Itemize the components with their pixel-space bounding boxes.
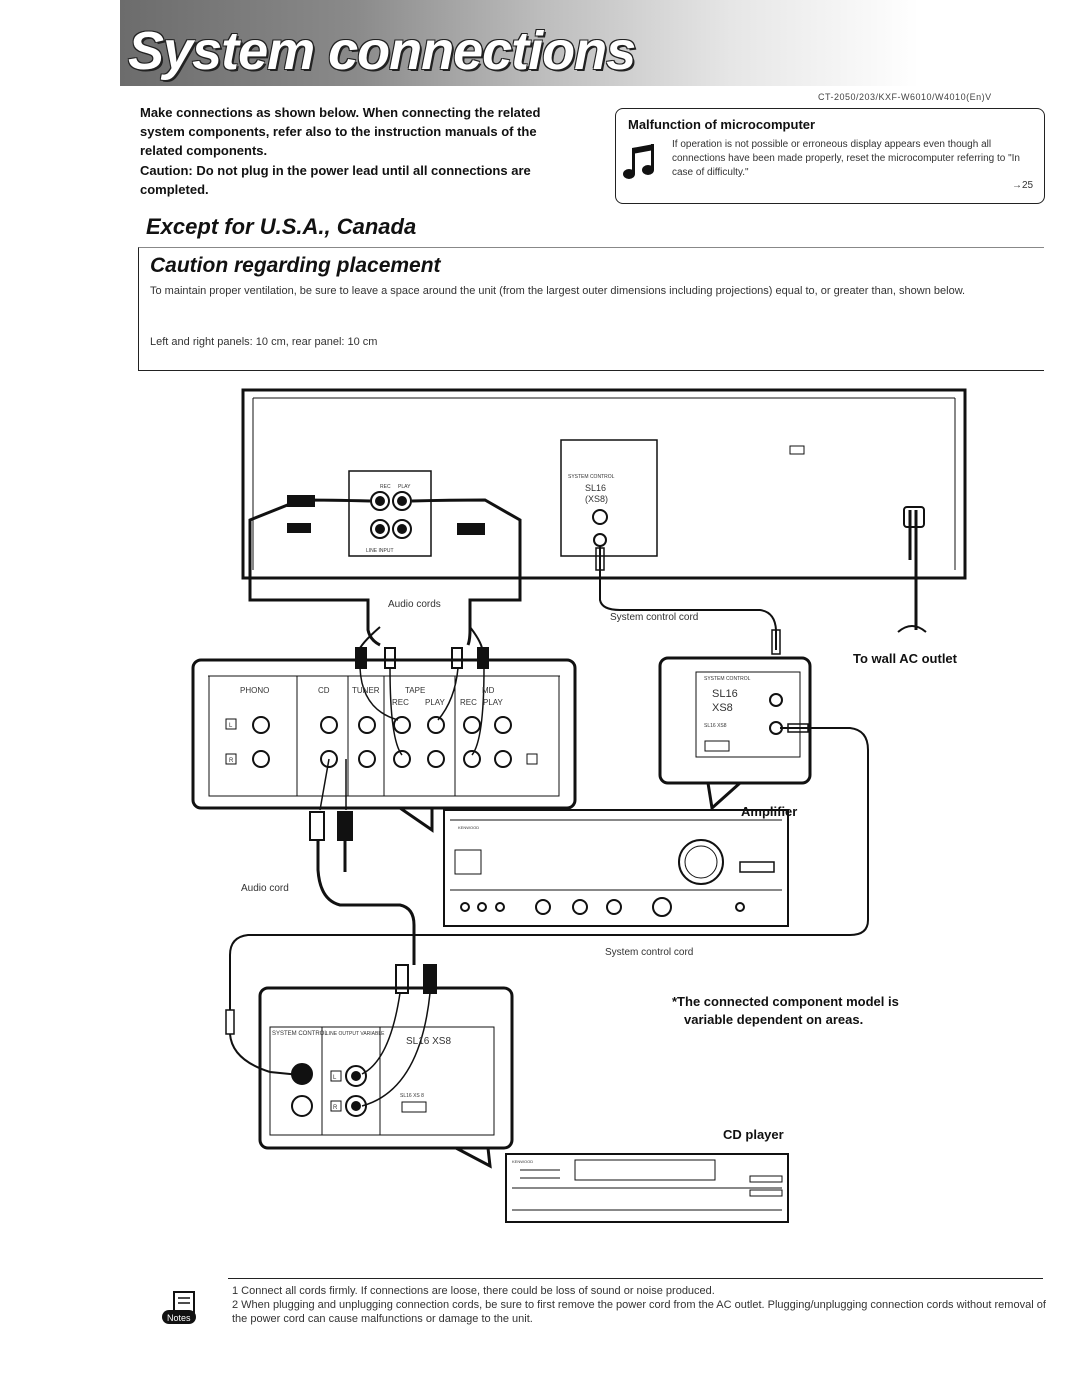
label-amplifier: Amplifier xyxy=(741,804,797,819)
deck-label-sl16: SL16 xyxy=(585,483,606,493)
notes-list: 1 Connect all cords firmly. If connectio… xyxy=(232,1284,1047,1326)
music-note-icon xyxy=(623,144,654,179)
cd-label-r: R xyxy=(333,1105,338,1111)
amp-label-xs8: XS8 xyxy=(712,702,733,714)
label-system-control-cord-top: System control cord xyxy=(610,612,698,623)
deck-label-rec: REC xyxy=(380,484,391,490)
amp-label-sl16: SL16 xyxy=(712,688,738,700)
notes-divider xyxy=(228,1278,1043,1279)
connection-diagram: REC PLAY LINE INPUT SYSTEM CONTROL SL16 … xyxy=(191,388,967,1223)
amp-label-switch: SL16 XS8 xyxy=(704,723,727,729)
amp-label-syscontrol: SYSTEM CONTROL xyxy=(704,676,751,682)
intro-text: Make connections as shown below. When co… xyxy=(140,103,580,199)
amp-label-tape: TAPE xyxy=(405,686,425,695)
note-2: 2 When plugging and unplugging connectio… xyxy=(232,1299,1046,1325)
cd-player-rear-panel xyxy=(258,986,514,1150)
deck-rca-block xyxy=(348,470,432,557)
amplifier-front-panel xyxy=(443,809,789,927)
malfunction-title: Malfunction of microcomputer xyxy=(628,117,816,132)
label-audio-cords: Audio cords xyxy=(388,599,441,610)
amp-label-cd: CD xyxy=(318,686,330,695)
amplifier-system-control-panel xyxy=(658,656,812,785)
deck-label-xs8: (XS8) xyxy=(585,494,608,504)
model-line: CT-2050/203/KXF-W6010/W4010(En)V xyxy=(818,92,992,102)
deck-label-line: LINE INPUT xyxy=(366,548,394,554)
amp-label-r: R xyxy=(229,758,234,764)
malfunction-box xyxy=(615,108,1045,204)
notes-icon: Notes xyxy=(162,1291,196,1324)
amp-label-rec2: REC xyxy=(460,698,477,707)
cd-brand: KENWOOD xyxy=(512,1159,533,1164)
cd-player-front-panel xyxy=(505,1153,789,1223)
deck-system-control-block xyxy=(560,439,658,557)
amp-brand: KENWOOD xyxy=(458,825,479,830)
amp-label-play: PLAY xyxy=(425,698,446,707)
label-wall-outlet: To wall AC outlet xyxy=(853,651,958,666)
placement-box xyxy=(138,247,1044,371)
deck-label-play: PLAY xyxy=(398,484,411,490)
region-heading: Except for U.S.A., Canada xyxy=(146,214,417,239)
label-system-control-cord-bottom: System control cord xyxy=(605,947,693,958)
svg-text:Notes: Notes xyxy=(167,1313,191,1323)
note-1: 1 Connect all cords firmly. If connectio… xyxy=(232,1285,715,1297)
cd-label-l: L xyxy=(333,1075,337,1081)
amp-label-tuner: TUNER xyxy=(352,686,380,695)
placement-title: Caution regarding placement xyxy=(150,254,441,277)
amp-label-l: L xyxy=(229,723,233,729)
amp-label-phono: PHONO xyxy=(240,686,269,695)
malfunction-page-ref[interactable]: →25 xyxy=(1012,180,1034,191)
component-note-line1: *The connected component model is xyxy=(672,994,899,1009)
cd-label-sl16xs8: SL16 XS8 xyxy=(406,1036,451,1047)
title-banner xyxy=(120,0,1060,86)
amp-label-play2: PLAY xyxy=(483,698,504,707)
label-cd-player: CD player xyxy=(723,1127,784,1142)
cd-label-switch: SL16 XS 8 xyxy=(400,1093,424,1099)
page-title: System connections xyxy=(128,21,636,81)
placement-text: To maintain proper ventilation, be sure … xyxy=(150,285,966,297)
intro-caution: Caution: Do not plug in the power lead u… xyxy=(140,163,531,197)
label-audio-cord: Audio cord xyxy=(241,883,289,894)
amplifier-rear-panel xyxy=(191,658,577,810)
amp-label-md: MD xyxy=(482,686,495,695)
cd-label-line-output: LINE OUTPUT VARIABLE xyxy=(326,1031,385,1037)
malfunction-text: If operation is not possible or erroneou… xyxy=(672,139,1020,178)
cd-label-system: SYSTEM CONTROL xyxy=(272,1031,328,1037)
amp-label-rec: REC xyxy=(392,698,409,707)
cassette-deck-rear-panel xyxy=(241,388,967,580)
placement-dimensions: Left and right panels: 10 cm, rear panel… xyxy=(150,336,378,348)
intro-line: Make connections as shown below. When co… xyxy=(140,105,541,158)
deck-label-syscontrol: SYSTEM CONTROL xyxy=(568,474,615,480)
component-note-line2: variable dependent on areas. xyxy=(684,1012,863,1027)
